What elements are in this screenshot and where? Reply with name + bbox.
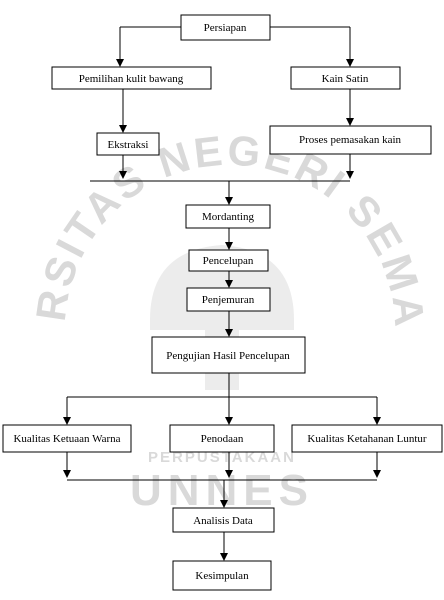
svg-text:Kesimpulan: Kesimpulan [195,570,249,582]
svg-text:Pengujian Hasil Pencelupan: Pengujian Hasil Pencelupan [166,350,290,362]
node-pemilihan-kulit-bawang: Pemilihan kulit bawang [51,66,212,90]
node-proses-pemasakan-kain: Proses pemasakan kain [269,125,432,155]
svg-text:Kualitas Ketahanan Luntur: Kualitas Ketahanan Luntur [307,433,426,445]
node-analisis-data: Analisis Data [172,507,275,533]
watermark-brand: UNNES [130,466,314,515]
svg-text:Analisis Data: Analisis Data [193,515,253,527]
node-kualitas-ketuaan-warna: Kualitas Ketuaan Warna [2,424,132,453]
node-penjemuran: Penjemuran [186,287,271,312]
node-pencelupan: Pencelupan [188,249,269,272]
svg-text:Penodaan: Penodaan [201,433,244,445]
svg-text:Mordanting: Mordanting [202,211,254,223]
svg-text:Penjemuran: Penjemuran [202,294,255,306]
svg-text:Kain Satin: Kain Satin [322,73,369,85]
svg-text:Persiapan: Persiapan [204,22,247,34]
node-ekstraksi: Ekstraksi [96,132,160,156]
node-kesimpulan: Kesimpulan [172,560,272,591]
node-mordanting: Mordanting [185,204,271,229]
node-persiapan: Persiapan [180,14,271,41]
watermark-library: PERPUSTAKAAN [148,449,296,466]
node-penodaan: Penodaan [169,424,275,453]
svg-text:Proses pemasakan kain: Proses pemasakan kain [299,134,402,146]
svg-text:Pencelupan: Pencelupan [203,255,254,267]
svg-text:Kualitas Ketuaan Warna: Kualitas Ketuaan Warna [13,433,120,445]
node-pengujian-hasil-pencelupan: Pengujian Hasil Pencelupan [151,336,306,374]
svg-text:Pemilihan kulit bawang: Pemilihan kulit bawang [79,73,184,85]
node-kain-satin: Kain Satin [290,66,401,90]
node-kualitas-ketahanan-luntur: Kualitas Ketahanan Luntur [291,424,443,453]
svg-text:Ekstraksi: Ekstraksi [108,139,149,151]
connectors [63,26,381,561]
